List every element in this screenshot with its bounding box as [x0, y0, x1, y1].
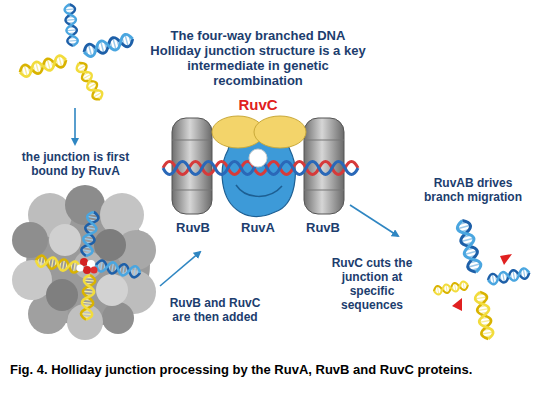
cut-junction: [452, 298, 462, 311]
protein-label: RuvA: [228, 220, 288, 236]
ruvabc-complex: [236, 185, 282, 196]
cut-junction: [474, 291, 494, 340]
step-arrow: [350, 205, 398, 236]
holliday-junction: [18, 54, 67, 78]
ruvabc-complex: [163, 116, 358, 217]
ruva-surface-model: [102, 302, 134, 334]
protein-label: RuvB: [162, 220, 224, 236]
protein-label: RuvB: [292, 220, 354, 236]
protein-label: RuvC: [228, 96, 288, 114]
ruva-surface-model: [12, 185, 156, 340]
step-note: RuvAB drives branch migration: [412, 176, 534, 204]
ruva-surface-model: [49, 224, 81, 256]
cut-junction: [433, 219, 530, 340]
holliday-junction: [64, 4, 78, 47]
step-note: RuvC cuts the junction at specific seque…: [318, 256, 426, 312]
ruvabc-complex: [222, 139, 295, 217]
figure-caption: Fig. 4. Holliday junction processing by …: [10, 362, 534, 378]
step-arrow: [74, 108, 76, 144]
ruva-surface-model: [91, 267, 98, 274]
intro-note: The four-way branched DNA Holliday junct…: [148, 28, 368, 88]
ruva-surface-model: [83, 266, 91, 274]
holliday-junction: [82, 33, 134, 58]
ruva-surface-model: [12, 222, 48, 258]
ruva-surface-model: [77, 265, 84, 272]
ruvabc-complex: [249, 149, 267, 167]
holliday-junction: [74, 60, 104, 102]
ruvabc-complex: [254, 116, 306, 148]
ruva-surface-model: [12, 260, 52, 300]
ruva-surface-model: [96, 274, 128, 306]
ruva-surface-model: [35, 255, 81, 274]
ruva-surface-model: [95, 259, 141, 278]
holliday-junction: [18, 4, 134, 102]
cut-junction: [500, 254, 512, 265]
ruva-surface-model: [81, 275, 96, 321]
ruva-surface-model: [80, 211, 99, 257]
step-arrow: [160, 252, 200, 286]
ruvabc-complex: [304, 118, 344, 214]
cut-junction: [456, 219, 483, 274]
step-note: RuvB and RuvC are then added: [163, 296, 267, 324]
ruva-surface-model: [46, 279, 78, 311]
cut-junction: [433, 281, 469, 296]
cut-junction: [487, 268, 530, 286]
step-note: the junction is first bound by RuvA: [8, 150, 143, 178]
